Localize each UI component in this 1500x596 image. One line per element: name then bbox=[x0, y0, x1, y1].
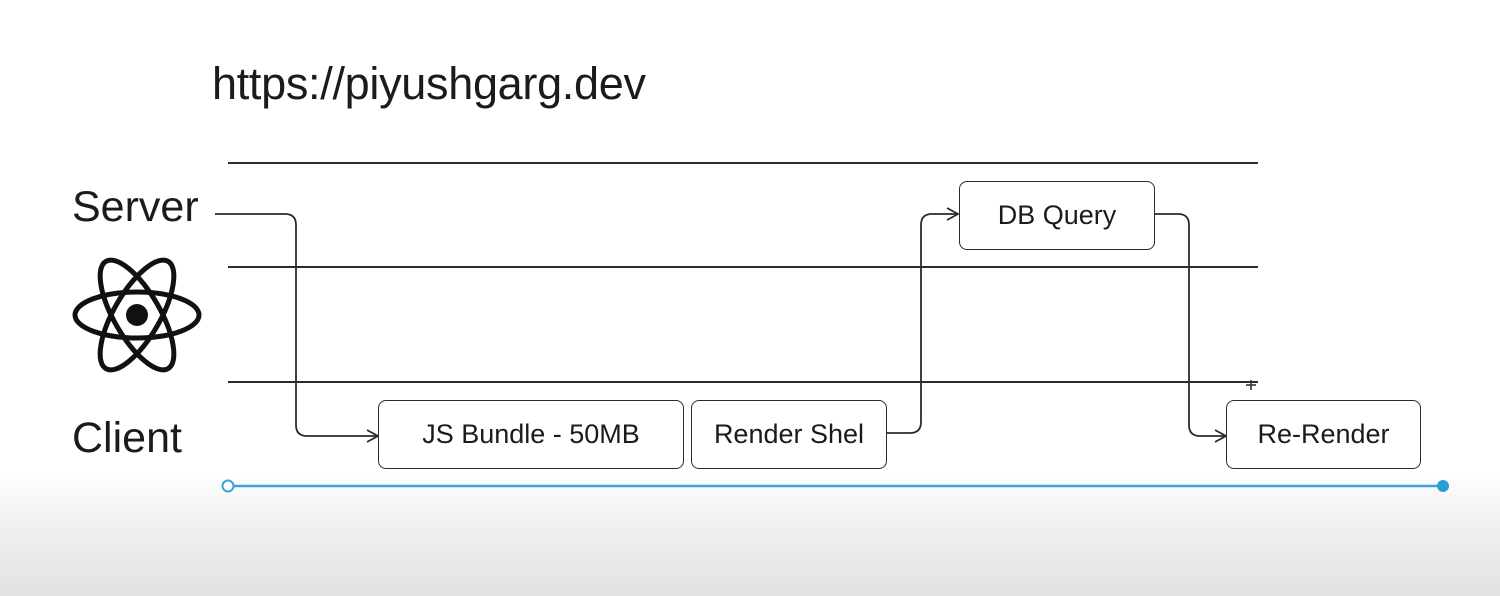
server-label: Server bbox=[72, 183, 199, 231]
timeline-start-handle[interactable] bbox=[221, 479, 235, 493]
db-query-box: DB Query bbox=[959, 181, 1155, 250]
re-render-box: Re-Render bbox=[1226, 400, 1421, 469]
react-atom-icon bbox=[72, 257, 202, 373]
shell-to-db-arrow bbox=[887, 207, 960, 434]
js-bundle-box: JS Bundle - 50MB bbox=[378, 400, 684, 469]
url-title: https://piyushgarg.dev bbox=[212, 58, 646, 109]
client-label: Client bbox=[72, 414, 182, 462]
render-shell-box: Render Shel bbox=[691, 400, 887, 469]
timeline-end-handle[interactable] bbox=[1437, 480, 1449, 492]
server-to-bundle-arrow bbox=[215, 213, 380, 443]
move-cursor-icon bbox=[1246, 380, 1256, 390]
db-to-rerender-arrow bbox=[1155, 213, 1228, 443]
